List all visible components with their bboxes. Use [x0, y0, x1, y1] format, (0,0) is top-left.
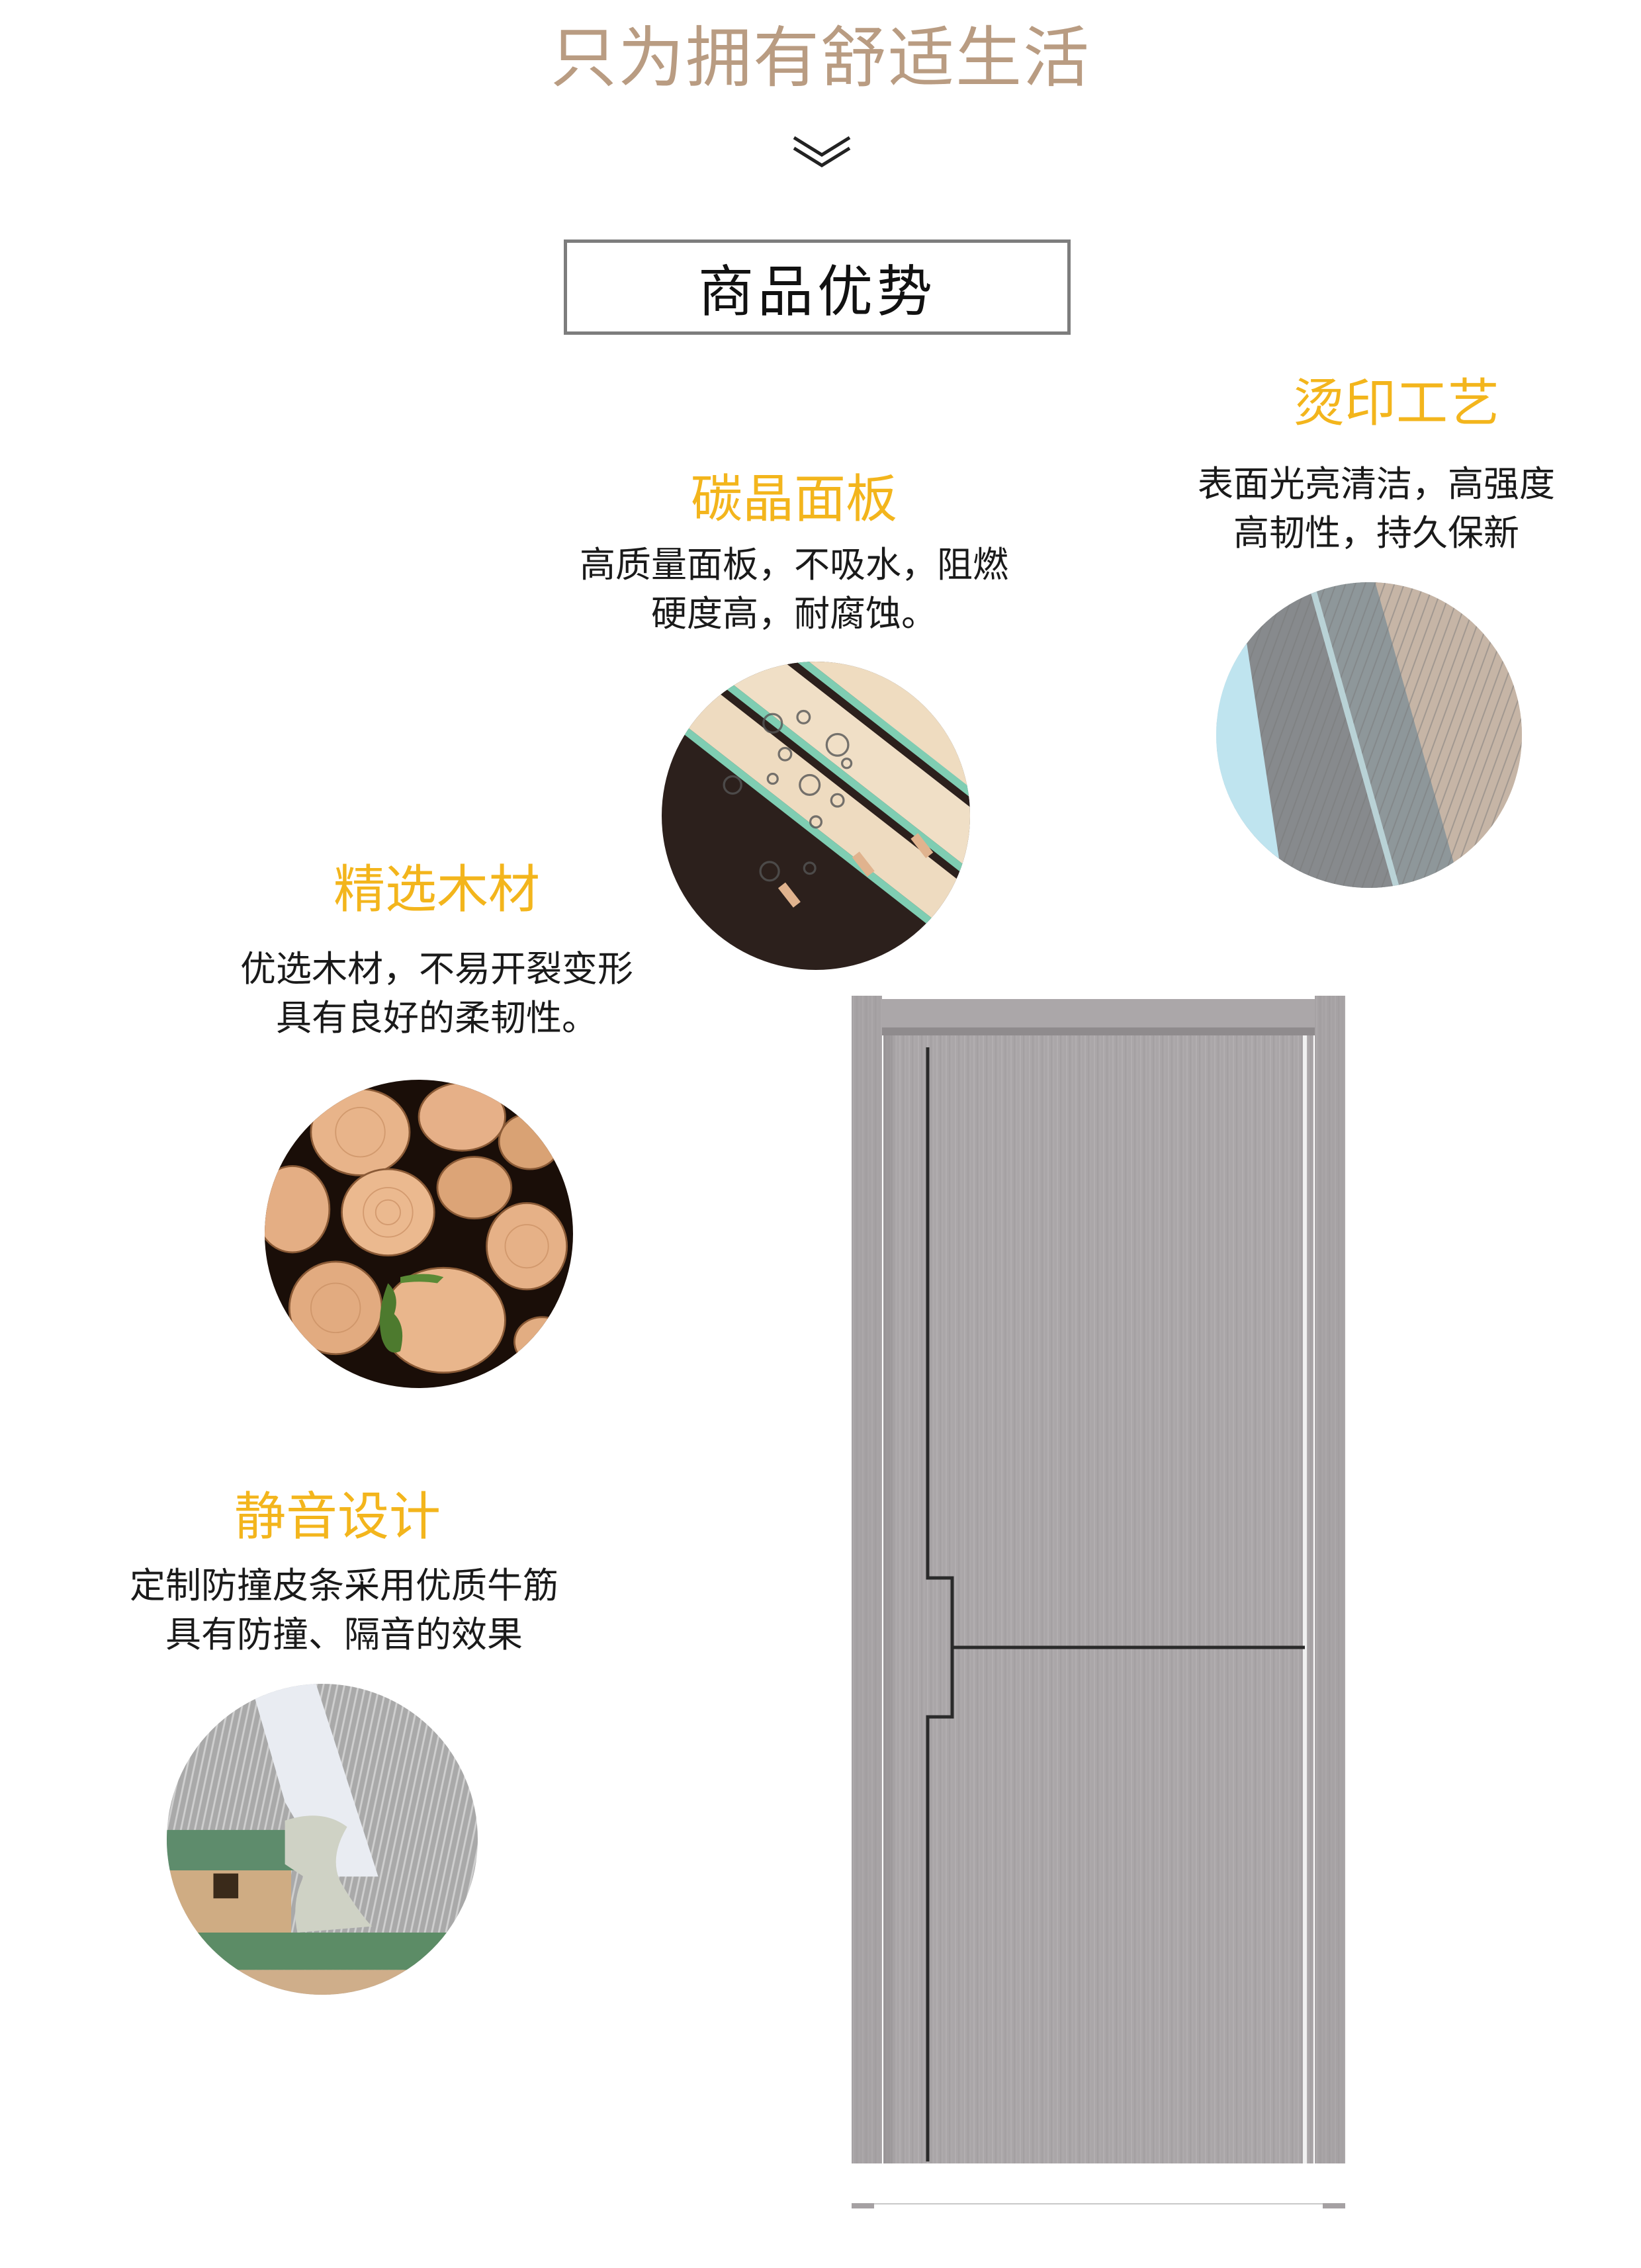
double-chevron-down-icon: [789, 132, 855, 172]
section-title: 商品优势: [697, 259, 936, 324]
silent-design-image: [167, 1684, 478, 1995]
feature-title: 精选木材: [333, 860, 540, 920]
carbon-crystal-panel-image: [662, 662, 970, 970]
selected-wood-image: [265, 1080, 573, 1388]
feature-desc-line: 硬度高，耐腐蚀。: [651, 593, 937, 634]
hot-stamping-image: [1216, 582, 1522, 888]
feature-desc-line: 高韧性，持久保新: [1233, 512, 1519, 554]
door-threshold: [852, 2203, 1345, 2211]
feature-desc-line: 表面光亮清洁，高强度: [1198, 463, 1555, 505]
door-groove: [926, 1047, 1305, 2161]
feature-title: 烫印工艺: [1292, 374, 1499, 433]
feature-desc-line: 具有防撞、隔音的效果: [165, 1614, 523, 1655]
feature-desc-line: 具有良好的柔韧性。: [276, 997, 598, 1039]
feature-title: 静音设计: [234, 1487, 441, 1547]
section-title-box: 商品优势: [564, 240, 1071, 335]
door-frame-header: [882, 999, 1315, 1031]
feature-desc-line: 优选木材，不易开裂变形: [240, 948, 633, 990]
feature-desc-line: 高质量面板，不吸水，阻燃: [580, 544, 1008, 586]
feature-desc-line: 定制防撞皮条采用优质牛筋: [130, 1565, 558, 1606]
door-leaf: [883, 1035, 1313, 2163]
door-product-image: [852, 996, 1345, 2163]
hero-title: 只为拥有舒适生活: [551, 19, 1090, 97]
feature-title: 碳晶面板: [690, 470, 897, 529]
